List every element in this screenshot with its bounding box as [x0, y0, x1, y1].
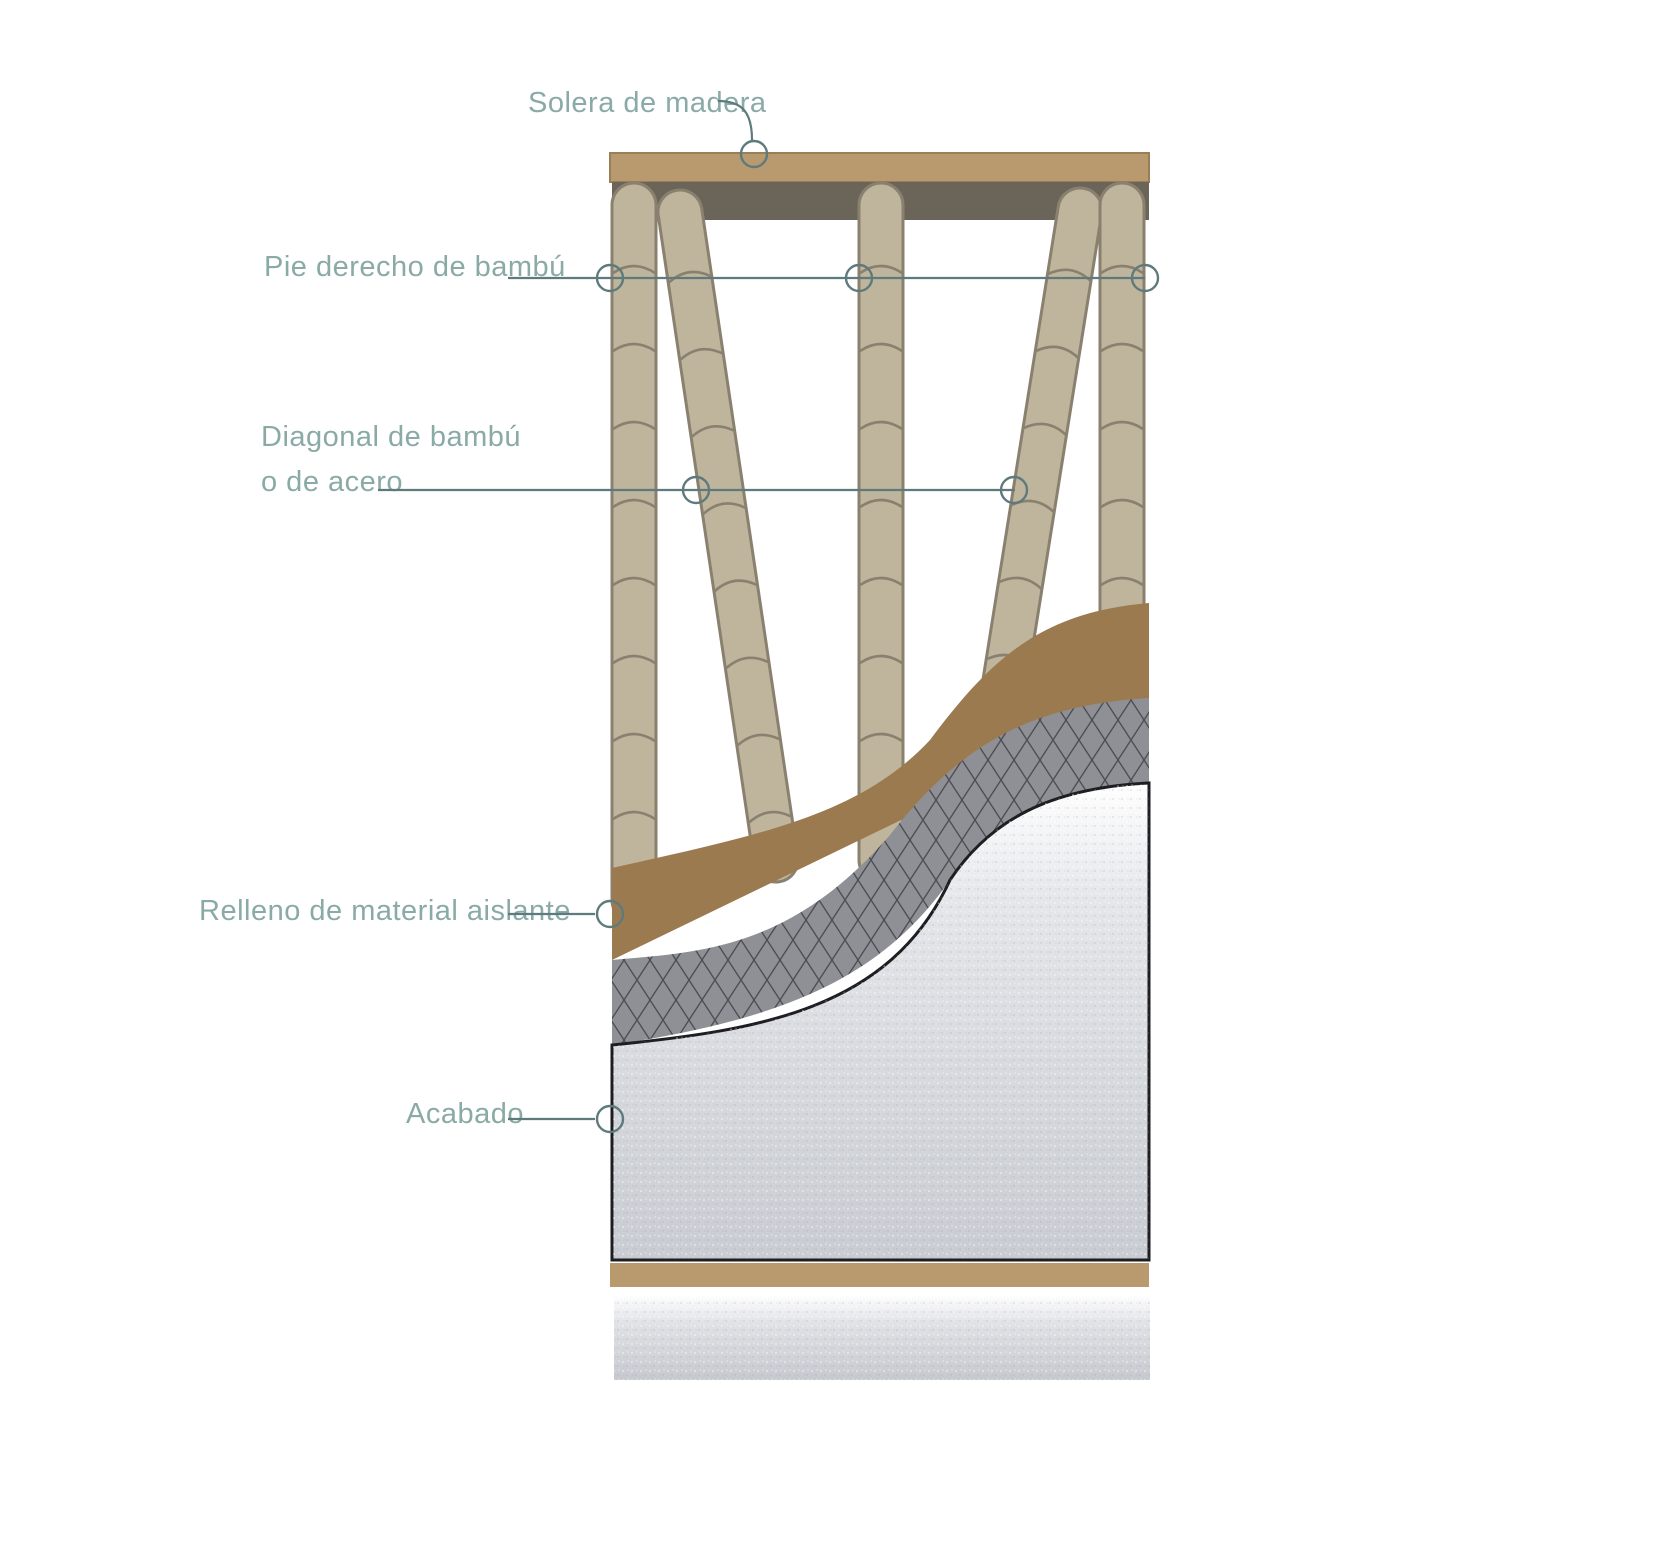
bamboo-node: [668, 270, 712, 284]
marker-diagonal-right: [999, 475, 1029, 505]
label-finish: Acabado: [406, 1098, 524, 1130]
bamboo-node: [612, 576, 656, 587]
bamboo-stud-1: [610, 181, 658, 924]
bamboo-node: [612, 342, 656, 353]
bamboo-node: [1100, 498, 1144, 509]
bamboo-node: [1035, 345, 1079, 359]
bamboo-node: [859, 498, 903, 509]
bamboo-node: [1100, 420, 1144, 431]
bamboo-node: [725, 656, 769, 670]
bamboo-node: [612, 810, 656, 821]
bamboo-node: [612, 420, 656, 431]
label-insulation: Relleno de material aislante: [199, 895, 571, 927]
bamboo-node: [612, 264, 656, 275]
bamboo-node: [859, 576, 903, 587]
bamboo-node: [1023, 422, 1067, 436]
bamboo-node: [859, 342, 903, 353]
bamboo-node: [1100, 342, 1144, 353]
bamboo-node: [859, 654, 903, 665]
bamboo-node: [1100, 576, 1144, 587]
marker-top-plate: [739, 139, 769, 169]
bamboo-stud-2: [857, 181, 905, 884]
bamboo-node: [679, 347, 723, 361]
bamboo-node: [736, 733, 780, 747]
bamboo-node: [859, 420, 903, 431]
leader-top-plate: [717, 99, 754, 141]
bamboo-node: [998, 576, 1042, 590]
floor-base-texture: [614, 1295, 1150, 1380]
mesh-layer: [612, 698, 1149, 1045]
bamboo-node: [691, 425, 735, 438]
bamboo-node: [859, 264, 903, 275]
insulation-fill: [612, 603, 1149, 960]
bottom-plate: [610, 1263, 1149, 1287]
finish-texture: [612, 783, 1149, 1260]
bamboo-node: [859, 732, 903, 743]
bamboo-node: [702, 502, 746, 515]
top-plate: [609, 152, 1150, 183]
label-diagonal-line1: Diagonal de bambú: [261, 421, 521, 453]
bamboo-diagonal-left: [656, 188, 800, 884]
bamboo-node: [612, 732, 656, 743]
bamboo-node: [714, 579, 758, 592]
bamboo-node: [612, 498, 656, 509]
label-diagonal-line2: o de acero: [261, 466, 403, 498]
bamboo-culm-body: [656, 188, 800, 884]
bamboo-node: [1100, 264, 1144, 275]
marker-stud-left: [595, 263, 625, 293]
marker-finish: [595, 1104, 625, 1134]
bamboo-node: [748, 810, 792, 824]
marker-insulation: [595, 899, 625, 929]
bamboo-culms: [610, 181, 1146, 924]
marker-diagonal-left: [681, 475, 711, 505]
marker-stud-right: [1130, 263, 1160, 293]
bamboo-node: [612, 654, 656, 665]
label-top-plate: Solera de madera: [528, 87, 767, 119]
marker-stud-center: [844, 263, 874, 293]
